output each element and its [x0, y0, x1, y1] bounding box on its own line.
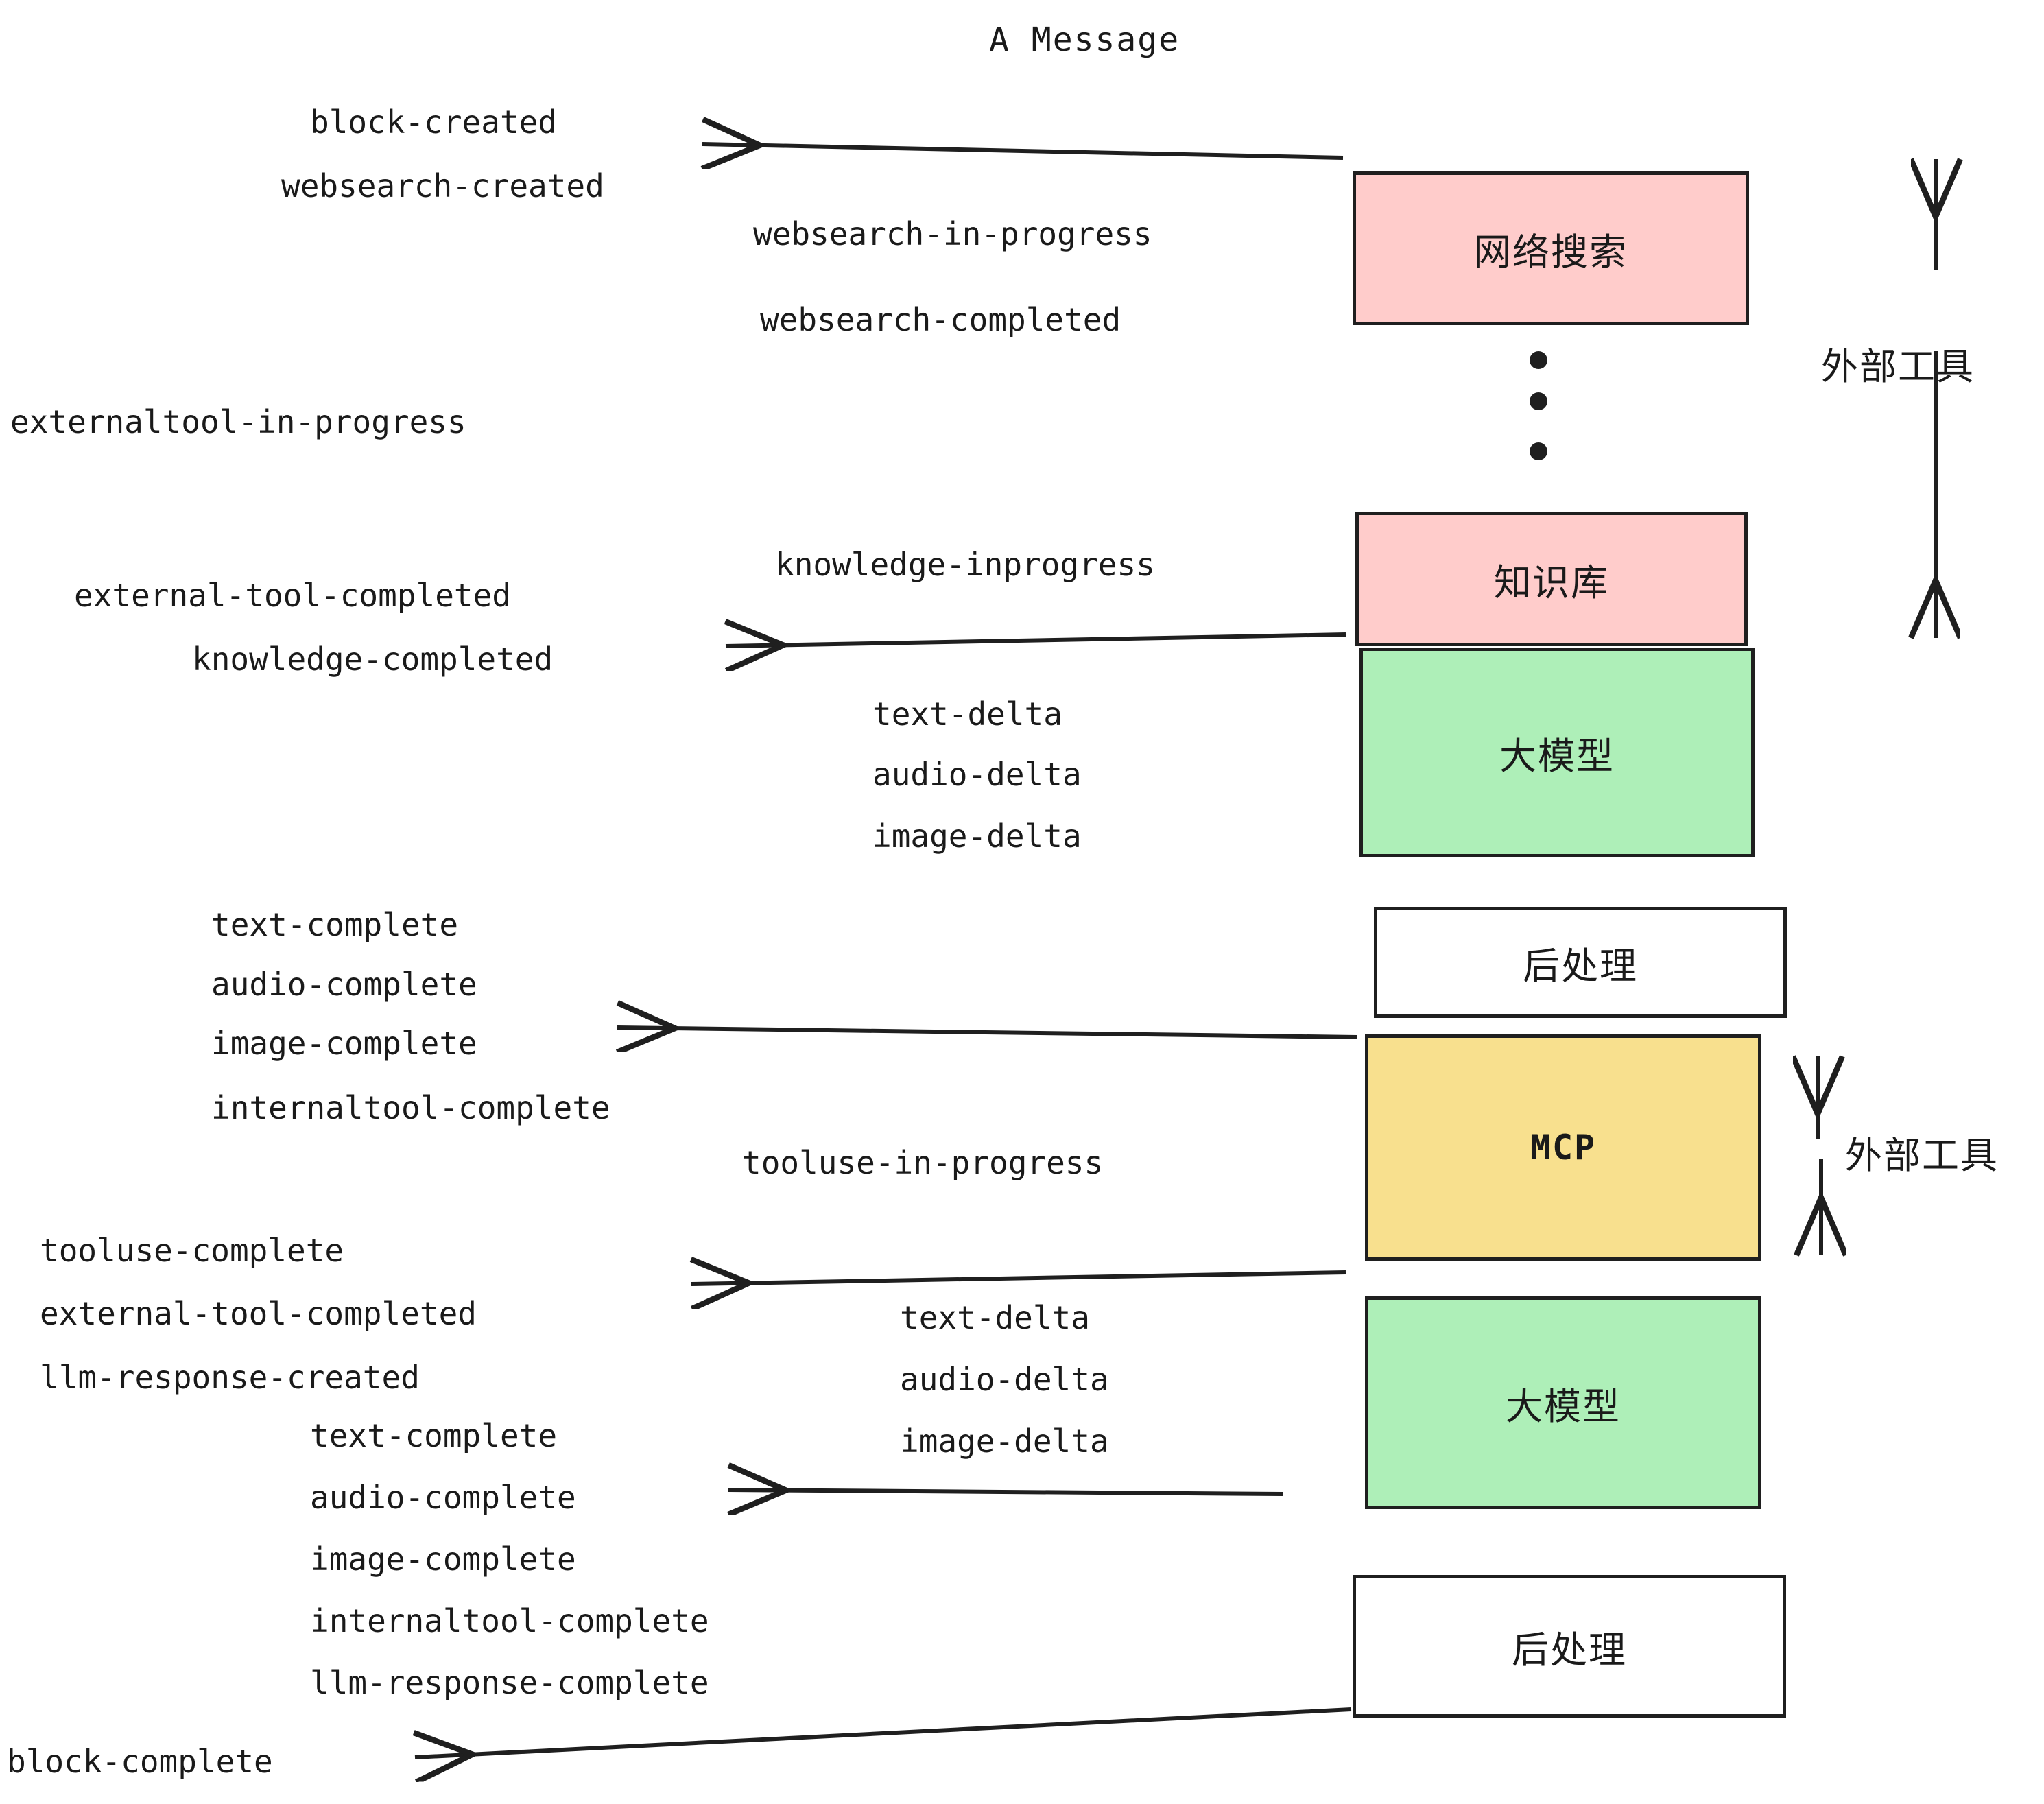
event-label: audio-delta: [900, 1361, 1109, 1398]
side-label-external-tools-top: 外部工具: [1821, 345, 1975, 388]
event-label: audio-delta: [872, 756, 1082, 793]
node-box-postproc-2: 后处理: [1353, 1575, 1786, 1718]
event-label: internaltool-complete: [211, 1089, 610, 1126]
event-label: text-complete: [310, 1417, 558, 1454]
arrow-audio-complete-icon: [728, 1490, 1283, 1494]
node-box-mcp: MCP: [1365, 1034, 1761, 1261]
node-box-llm-2: 大模型: [1365, 1296, 1761, 1509]
event-label: websearch-created: [281, 167, 604, 204]
ellipsis-dot-icon: [1530, 351, 1547, 369]
event-label: audio-complete: [310, 1479, 576, 1516]
arrow-tooluse-complete-icon: [691, 1272, 1346, 1284]
event-label: websearch-completed: [760, 301, 1121, 338]
event-label: knowledge-inprogress: [775, 546, 1155, 583]
event-label: external-tool-completed: [40, 1295, 477, 1332]
event-label: block-created: [310, 104, 558, 141]
event-label: block-complete: [7, 1743, 273, 1780]
ellipsis-dot-icon: [1530, 392, 1547, 410]
event-label: image-complete: [310, 1541, 576, 1578]
arrow-image-complete-icon: [617, 1028, 1357, 1037]
event-label: knowledge-completed: [192, 641, 554, 678]
event-label: text-delta: [872, 696, 1062, 733]
event-label: image-delta: [900, 1423, 1109, 1460]
event-label: tooluse-in-progress: [742, 1144, 1104, 1181]
node-box-websearch: 网络搜索: [1353, 171, 1749, 325]
event-label: externaltool-in-progress: [10, 403, 466, 440]
event-label: tooluse-complete: [40, 1232, 344, 1269]
event-label: image-complete: [211, 1025, 477, 1062]
node-box-llm-1: 大模型: [1359, 648, 1755, 857]
event-label: image-delta: [872, 818, 1082, 855]
event-label: websearch-in-progress: [753, 215, 1152, 252]
arrow-block-complete-icon: [415, 1707, 1352, 1757]
node-box-knowledge: 知识库: [1355, 512, 1748, 646]
event-label: text-complete: [211, 906, 459, 943]
side-label-external-tools-bottom: 外部工具: [1845, 1134, 1999, 1177]
event-label: llm-response-created: [40, 1359, 420, 1396]
arrow-knowledge-completed-icon: [726, 634, 1346, 646]
event-label: llm-response-complete: [310, 1664, 709, 1701]
node-box-postproc-1: 后处理: [1374, 907, 1787, 1018]
page-title: A Message: [989, 21, 1180, 59]
event-label: external-tool-completed: [74, 577, 511, 614]
event-label: internaltool-complete: [310, 1602, 709, 1639]
event-label: audio-complete: [211, 966, 477, 1003]
event-label: text-delta: [900, 1299, 1090, 1336]
arrow-block-created-icon: [702, 144, 1344, 158]
ellipsis-dot-icon: [1530, 442, 1547, 460]
